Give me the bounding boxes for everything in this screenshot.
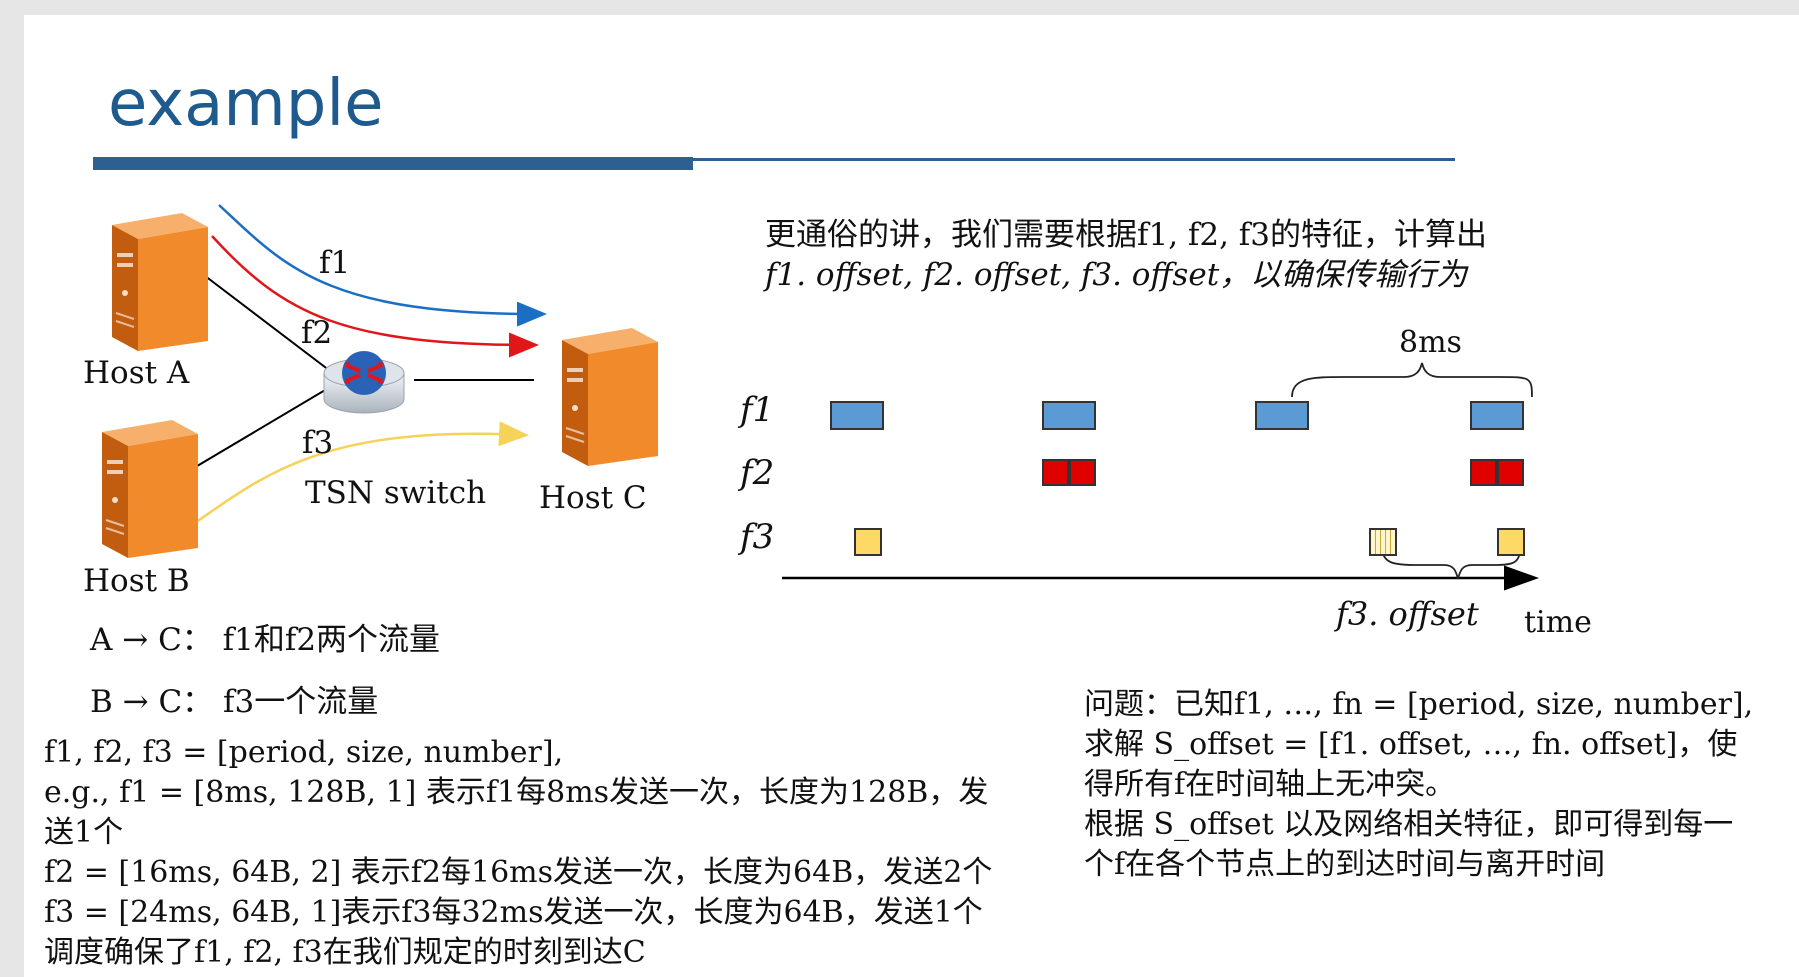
problem-line-1: 问题：已知f1, …, fn = [period, size, number], (1084, 687, 1754, 722)
definition-line-4: f2 = [16ms, 64B, 2] 表示f2每16ms发送一次，长度为64B… (44, 855, 993, 890)
axis-label: time (1524, 605, 1592, 640)
flow-desc-b-c: B → C： f3一个流量 (90, 684, 379, 720)
period-label: 8ms (1399, 325, 1462, 360)
problem-line-3: 得所有f在时间轴上无冲突。 (1084, 767, 1456, 802)
offset-label: f3. offset (1336, 595, 1479, 633)
link-a-switch (191, 265, 343, 381)
title-underline-thick (93, 157, 693, 170)
network-diagram (102, 204, 658, 558)
flow-f1-arrow (218, 204, 547, 327)
f2-block (1069, 459, 1096, 486)
title-underline-thin (693, 158, 1455, 161)
intro-line-2: f1. offset, f2. offset, f3. offset，以确保传输… (765, 257, 1468, 293)
definition-line-3: 送1个 (44, 815, 124, 850)
timeline-row-f1: f1 (740, 390, 775, 430)
flow-desc-a-c: A → C： f1和f2两个流量 (90, 622, 441, 658)
f2-block (1042, 459, 1069, 486)
offset-brace (1381, 546, 1521, 580)
timeline-row-f2: f2 (740, 453, 775, 493)
problem-line-4: 根据 S_offset 以及网络相关特征，即可得到每一 (1084, 807, 1734, 842)
switch-label: TSN switch (305, 475, 487, 511)
f1-block (1255, 401, 1309, 430)
definition-line-1: f1, f2, f3 = [period, size, number], (44, 735, 564, 770)
intro-line-1: 更通俗的讲，我们需要根据f1, f2, f3的特征，计算出 (765, 217, 1488, 253)
f1-block (830, 401, 884, 430)
flow-f2-arrow (211, 235, 539, 358)
problem-line-5: 个f在各个节点上的到达时间与离开时间 (1084, 847, 1606, 882)
problem-line-2: 求解 S_offset = [f1. offset, …, fn. offset… (1084, 727, 1738, 762)
timeline-row-f3: f3 (740, 517, 775, 557)
definition-line-6: 调度确保了f1, f2, f3在我们规定的时刻到达C (44, 935, 646, 970)
f3-block-original (1369, 528, 1397, 556)
server-icon-host-a (112, 213, 208, 351)
timeline-diagram (782, 362, 1539, 591)
slide-title: example (108, 67, 384, 141)
switch-icon (323, 351, 405, 414)
flow-f2-label: f2 (301, 315, 333, 351)
link-b-switch (181, 379, 343, 476)
f1-block (1042, 401, 1096, 430)
slide: example (24, 15, 1799, 977)
definition-line-5: f3 = [24ms, 64B, 1]表示f3每32ms发送一次，长度为64B，… (44, 895, 983, 930)
host-b-label: Host B (83, 563, 190, 599)
flow-f1-label: f1 (319, 245, 351, 281)
definition-line-2: e.g., f1 = [8ms, 128B, 1] 表示f1每8ms发送一次，长… (44, 775, 989, 810)
host-c-label: Host C (539, 480, 647, 516)
f2-block (1470, 459, 1497, 486)
server-icon-host-c (562, 328, 658, 466)
f3-block-offset (1497, 528, 1525, 556)
host-a-label: Host A (83, 355, 190, 391)
period-brace (1291, 362, 1533, 398)
f1-block (1470, 401, 1524, 430)
flow-f3-label: f3 (302, 425, 334, 461)
f3-block (854, 528, 882, 556)
server-icon-host-b (102, 420, 198, 558)
flow-f3-arrow (191, 421, 529, 527)
f2-block (1497, 459, 1524, 486)
